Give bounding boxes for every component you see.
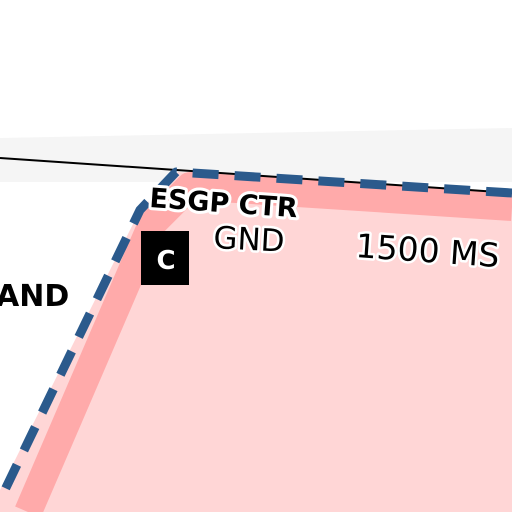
lower-limit-label: GND [213,220,286,260]
class-badge-box [141,231,189,285]
ctr-inner-band [15,172,512,512]
class-badge-letter: C [156,246,175,276]
airspace-class-badge: C [141,231,189,285]
ctr-border-dashed [0,167,512,502]
top-band [0,128,512,182]
area-label-fragment: AND [0,279,69,314]
